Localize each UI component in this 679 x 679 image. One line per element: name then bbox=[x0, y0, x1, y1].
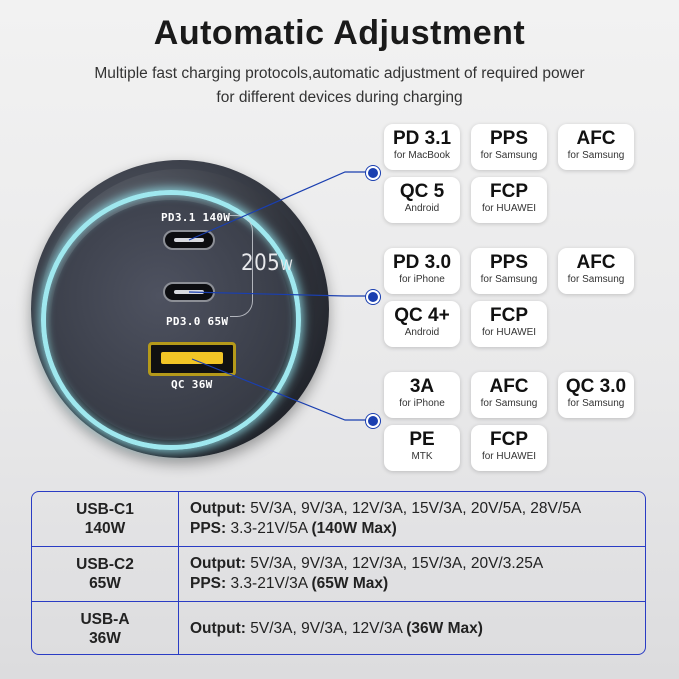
output-max: (36W Max) bbox=[406, 620, 483, 637]
protocol-name: QC 4+ bbox=[394, 305, 450, 326]
protocol-device: for HUAWEI bbox=[481, 451, 537, 462]
protocol-device: MTK bbox=[411, 451, 433, 462]
pps-value: 3.3-21V/5A bbox=[230, 520, 308, 537]
port-power: 36W bbox=[89, 630, 121, 647]
protocol-name: PD 3.0 bbox=[392, 252, 452, 273]
spec-detail-cell: Output: 5V/3A, 9V/3A, 12V/3A, 15V/3A, 20… bbox=[190, 492, 639, 546]
protocol-name: QC 5 bbox=[399, 181, 445, 202]
port3-label: QC 36W bbox=[171, 378, 213, 391]
protocol-name: QC 3.0 bbox=[565, 376, 627, 397]
port-name: USB-C2 bbox=[76, 556, 134, 573]
pps-label: PPS: bbox=[190, 520, 227, 537]
spec-detail-cell: Output: 5V/3A, 9V/3A, 12V/3A, 15V/3A, 20… bbox=[190, 547, 639, 601]
connector-line-1 bbox=[188, 171, 372, 241]
protocol-name: PPS bbox=[489, 128, 529, 149]
spec-table: USB-C1 140W Output: 5V/3A, 9V/3A, 12V/3A… bbox=[31, 491, 646, 655]
protocol-tile: QC 4+Android bbox=[384, 301, 460, 347]
charger-glow-ring bbox=[41, 190, 301, 450]
spec-port-cell: USB-C1 140W bbox=[32, 492, 179, 546]
protocol-name: AFC bbox=[489, 376, 529, 397]
protocol-name: FCP bbox=[490, 181, 528, 202]
total-power-unit: W bbox=[280, 258, 294, 274]
spec-detail-cell: Output: 5V/3A, 9V/3A, 12V/3A (36W Max) bbox=[190, 602, 639, 654]
protocol-name: FCP bbox=[490, 429, 528, 450]
pps-max: (65W Max) bbox=[311, 575, 389, 592]
output-label: Output: bbox=[190, 500, 246, 517]
protocol-device: for Samsung bbox=[567, 398, 625, 409]
total-power-label: 205W bbox=[241, 251, 293, 276]
protocol-device: for Samsung bbox=[567, 274, 625, 285]
pps-line: PPS: 3.3-21V/3A (65W Max) bbox=[190, 574, 639, 594]
connector-line-2 bbox=[188, 291, 372, 297]
port-name: USB-A bbox=[80, 611, 130, 628]
port-power: 65W bbox=[89, 575, 121, 592]
page-subtitle: Multiple fast charging protocols,automat… bbox=[40, 62, 639, 110]
output-line: Output: 5V/3A, 9V/3A, 12V/3A (36W Max) bbox=[190, 619, 639, 639]
protocol-device: Android bbox=[404, 327, 440, 338]
protocol-name: AFC bbox=[576, 128, 616, 149]
spec-row-usb-c2: USB-C2 65W Output: 5V/3A, 9V/3A, 12V/3A,… bbox=[32, 547, 645, 602]
subtitle-line-2: for different devices during charging bbox=[216, 89, 463, 106]
protocol-name: FCP bbox=[490, 305, 528, 326]
output-line: Output: 5V/3A, 9V/3A, 12V/3A, 15V/3A, 20… bbox=[190, 554, 639, 574]
port1-label: PD3.1 140W bbox=[161, 211, 231, 224]
protocol-name: PPS bbox=[489, 252, 529, 273]
spec-port-cell: USB-C2 65W bbox=[32, 547, 179, 601]
spec-row-usb-c1: USB-C1 140W Output: 5V/3A, 9V/3A, 12V/3A… bbox=[32, 492, 645, 547]
protocol-name: AFC bbox=[576, 252, 616, 273]
output-value: 5V/3A, 9V/3A, 12V/3A, 15V/3A, 20V/3.25A bbox=[250, 555, 544, 572]
pps-label: PPS: bbox=[190, 575, 227, 592]
connector-line-3 bbox=[191, 358, 372, 421]
connector-dot-1 bbox=[366, 166, 380, 180]
output-value: 5V/3A, 9V/3A, 12V/3A, 15V/3A, 20V/5A, 28… bbox=[250, 500, 582, 517]
output-line: Output: 5V/3A, 9V/3A, 12V/3A, 15V/3A, 20… bbox=[190, 499, 639, 519]
protocol-device: for Samsung bbox=[567, 150, 625, 161]
output-value: 5V/3A, 9V/3A, 12V/3A bbox=[250, 620, 402, 637]
protocol-device: for iPhone bbox=[399, 274, 445, 285]
port-power: 140W bbox=[84, 520, 126, 537]
spec-port-cell: USB-A 36W bbox=[32, 602, 179, 654]
total-power-number: 205 bbox=[241, 251, 281, 276]
port2-label: PD3.0 65W bbox=[166, 315, 229, 328]
protocol-name: PE bbox=[409, 429, 435, 450]
protocol-device: Android bbox=[404, 203, 440, 214]
protocol-device: for HUAWEI bbox=[481, 203, 537, 214]
protocol-device: for Samsung bbox=[480, 398, 538, 409]
protocol-device: for HUAWEI bbox=[481, 327, 537, 338]
protocol-device: for Samsung bbox=[480, 150, 538, 161]
subtitle-line-1: Multiple fast charging protocols,automat… bbox=[94, 65, 585, 82]
pps-line: PPS: 3.3-21V/5A (140W Max) bbox=[190, 519, 639, 539]
pps-max: (140W Max) bbox=[311, 520, 397, 537]
protocol-device: for iPhone bbox=[399, 398, 445, 409]
connector-dot-3 bbox=[366, 414, 380, 428]
protocol-name: PD 3.1 bbox=[392, 128, 452, 149]
pps-value: 3.3-21V/3A bbox=[230, 575, 308, 592]
protocol-name: 3A bbox=[409, 376, 435, 397]
port-name: USB-C1 bbox=[76, 501, 134, 518]
protocol-device: for MacBook bbox=[393, 150, 451, 161]
output-label: Output: bbox=[190, 555, 246, 572]
output-label: Output: bbox=[190, 620, 246, 637]
connector-dot-2 bbox=[366, 290, 380, 304]
spec-row-usb-a: USB-A 36W Output: 5V/3A, 9V/3A, 12V/3A (… bbox=[32, 602, 645, 654]
protocol-device: for Samsung bbox=[480, 274, 538, 285]
page-title: Automatic Adjustment bbox=[153, 14, 526, 52]
